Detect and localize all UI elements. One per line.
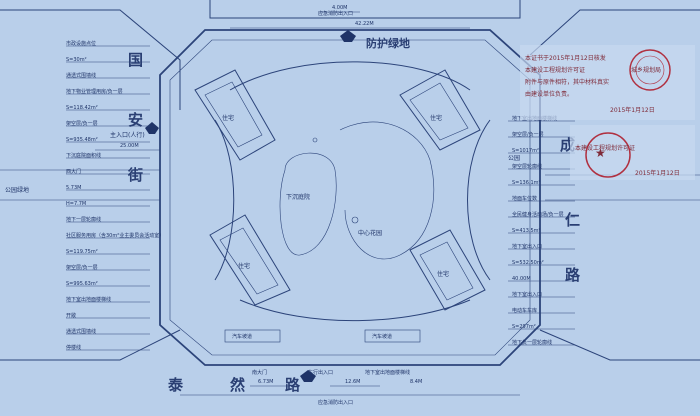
car-entrance-label: 车行出入口 [308, 369, 333, 376]
east-marker-label: 公园 [508, 155, 520, 162]
stamp-seal-top-inner [635, 55, 665, 85]
left-notes-item: 市政设施点位 [66, 40, 96, 47]
left-notes-item: 架空层/负一层 [66, 120, 98, 127]
central-garden-label: 中心花园 [358, 229, 382, 237]
left-notes-item: 通透式围墙线 [66, 72, 96, 79]
north-green-label: 防护绿地 [366, 36, 410, 50]
car-exit-label: 应急消防出入口 [318, 399, 353, 406]
dimension-text: 4.00M 42.22M 25.00M 6.73M 12.6M 8.4M [120, 5, 422, 385]
site-boundary [159, 29, 541, 366]
right-notes-item: 地面车位数 [512, 195, 537, 202]
car-ramp-right-label: 汽车坡道 [372, 333, 392, 340]
dim-bottom-3: 8.4M [410, 379, 422, 385]
bottom-labels: 南大门 车行出入口 应急消防出入口 地下室出地面楼梯线 [252, 369, 410, 406]
west-road-char-1: 国 [128, 51, 143, 69]
dim-top-width: 42.22M [355, 21, 374, 27]
left-notes-item: 通透式围墙线 [66, 328, 96, 335]
left-notes-item: 下沉庭院面积线 [66, 152, 101, 159]
car-ramps: 汽车坡道 汽车坡道 [224, 329, 421, 343]
right-notes-item: S=413.5m² [512, 228, 541, 234]
south-gate-label: 南大门 [252, 369, 267, 376]
buildings: 住宅 住宅 住宅 住宅 [194, 69, 486, 311]
sunken-plaza-label: 下沉庭院 [286, 193, 310, 201]
north-top-label: 应急消防出入口 [318, 10, 353, 17]
left-annotations: 市政设施点位S=30m²通透式围墙线地下物业管理用房/负一层S=118.42m²… [66, 40, 164, 351]
left-notes-item: H=7.7M [66, 201, 86, 207]
south-road-char-3: 路 [285, 376, 301, 394]
left-notes-item: 停楼线 [66, 344, 81, 351]
right-notes-item: S=136.1m² [512, 180, 541, 186]
east-road-char-2: 仁 [565, 211, 580, 229]
west-entrance-marker [145, 122, 159, 134]
left-notes-item: 地下室出地面楼梯线 [66, 296, 111, 303]
stamp-seal-top [629, 49, 671, 91]
building-southeast: 住宅 [409, 229, 486, 311]
left-notes-item: 西大门 [66, 168, 81, 175]
stamp-approved-text: 本建设工程规划许可证 [575, 144, 635, 152]
building-southwest: 住宅 [209, 214, 291, 306]
garden-paths [214, 61, 491, 322]
south-road-char-1: 泰 [167, 376, 184, 394]
left-notes-item: 社区服务用房（含30m²业主委员会活动室） [66, 232, 164, 239]
building-label-nw: 住宅 [222, 114, 234, 122]
west-road-char-3: 街 [127, 166, 143, 184]
right-notes-item: 40.00M [512, 276, 531, 282]
car-ramp-left-label: 汽车坡道 [232, 333, 252, 340]
main-entrance-label: 主入口(人行) [110, 131, 145, 139]
stamp-seal-bottom [585, 132, 631, 178]
right-annotations: 地下室出地面楼梯线架空层/负一层S=1017m²架空层轮廓线S=136.1m²地… [508, 115, 575, 346]
south-road-char-2: 然 [230, 376, 245, 394]
stamp-line-4: 由建设单位负责。 [525, 90, 573, 98]
stamp-seal-text: 城乡规划局 [631, 66, 661, 74]
east-road-char-3: 路 [565, 266, 581, 284]
underground-stairs-label: 地下室出地面楼梯线 [365, 369, 410, 376]
left-notes-item: 5.73M [66, 185, 81, 191]
stamp-line-1: 本证书于2015年1月12日核发 [525, 54, 606, 62]
building-northwest: 住宅 [194, 69, 276, 161]
entrance-markers [145, 30, 356, 382]
dim-top-dist: 4.00M [332, 5, 347, 11]
right-notes-item: 全民健身活动场/负一层 [512, 211, 564, 218]
building-northeast: 住宅 [399, 69, 481, 151]
left-notes-item: 架空层/负一层 [66, 264, 98, 271]
right-notes-item: 地下室出入口 [512, 243, 542, 250]
center-labels: 下沉庭院 中心花园 主入口(人行) [110, 131, 382, 237]
dim-bottom-2: 12.6M [345, 379, 360, 385]
dim-left-plaza: 25.00M [120, 143, 139, 149]
left-notes-item: S=30m² [66, 57, 87, 63]
north-entrance-marker [340, 30, 356, 42]
stamp-line-2: 本建设工程规划许可证 [525, 66, 585, 74]
road-boundaries [0, 0, 700, 396]
right-notes-item: 地下室出入口 [512, 291, 542, 298]
dimension-lines [95, 11, 470, 387]
right-notes-item: S=1017m² [512, 148, 539, 154]
dim-bottom-1: 6.73M [258, 379, 273, 385]
left-notes-item: S=118.42m² [66, 105, 98, 111]
left-notes-item: 地下一层轮廓线 [66, 216, 101, 223]
building-label-sw: 住宅 [238, 262, 250, 270]
right-notes-item: 架空层/负一层 [512, 131, 544, 138]
approval-stamp: 本证书于2015年1月12日核发 本建设工程规划许可证 附件与原件相符，其中材料… [520, 45, 695, 180]
right-notes-item: S=297m² [512, 324, 536, 330]
right-notes-item: 架空层轮廓线 [512, 163, 542, 170]
building-label-se: 住宅 [437, 270, 449, 278]
left-notes-item: S=935.48m² [66, 137, 98, 143]
south-entrance-marker [300, 370, 316, 382]
left-notes-item: S=995.63m² [66, 281, 98, 287]
right-notes-item: 地下负一层轮廓线 [512, 339, 552, 346]
left-notes-item: 开敞 [66, 312, 76, 319]
west-far-label: 公园绿地 [5, 186, 29, 194]
building-label-ne: 住宅 [430, 114, 442, 122]
stamp-seal-star: ★ [595, 146, 606, 160]
stamp-approved-date: 2015年1月12日 [635, 169, 680, 177]
right-notes-item: 电动车车库 [512, 307, 537, 314]
road-names: 应急消防出入口 防护绿地 国 安 街 成 仁 路 泰 然 路 公园绿地 公园 [5, 10, 581, 394]
stamp-date: 2015年1月12日 [610, 106, 655, 114]
west-road-char-2: 安 [128, 111, 143, 129]
left-notes-item: 地下物业管理用房/负一层 [66, 88, 123, 95]
left-notes-item: S=119.75m² [66, 249, 98, 255]
stamp-line-3: 附件与原件相符，其中材料真实 [525, 78, 609, 86]
right-notes-item: S=532.50m² [512, 260, 544, 266]
